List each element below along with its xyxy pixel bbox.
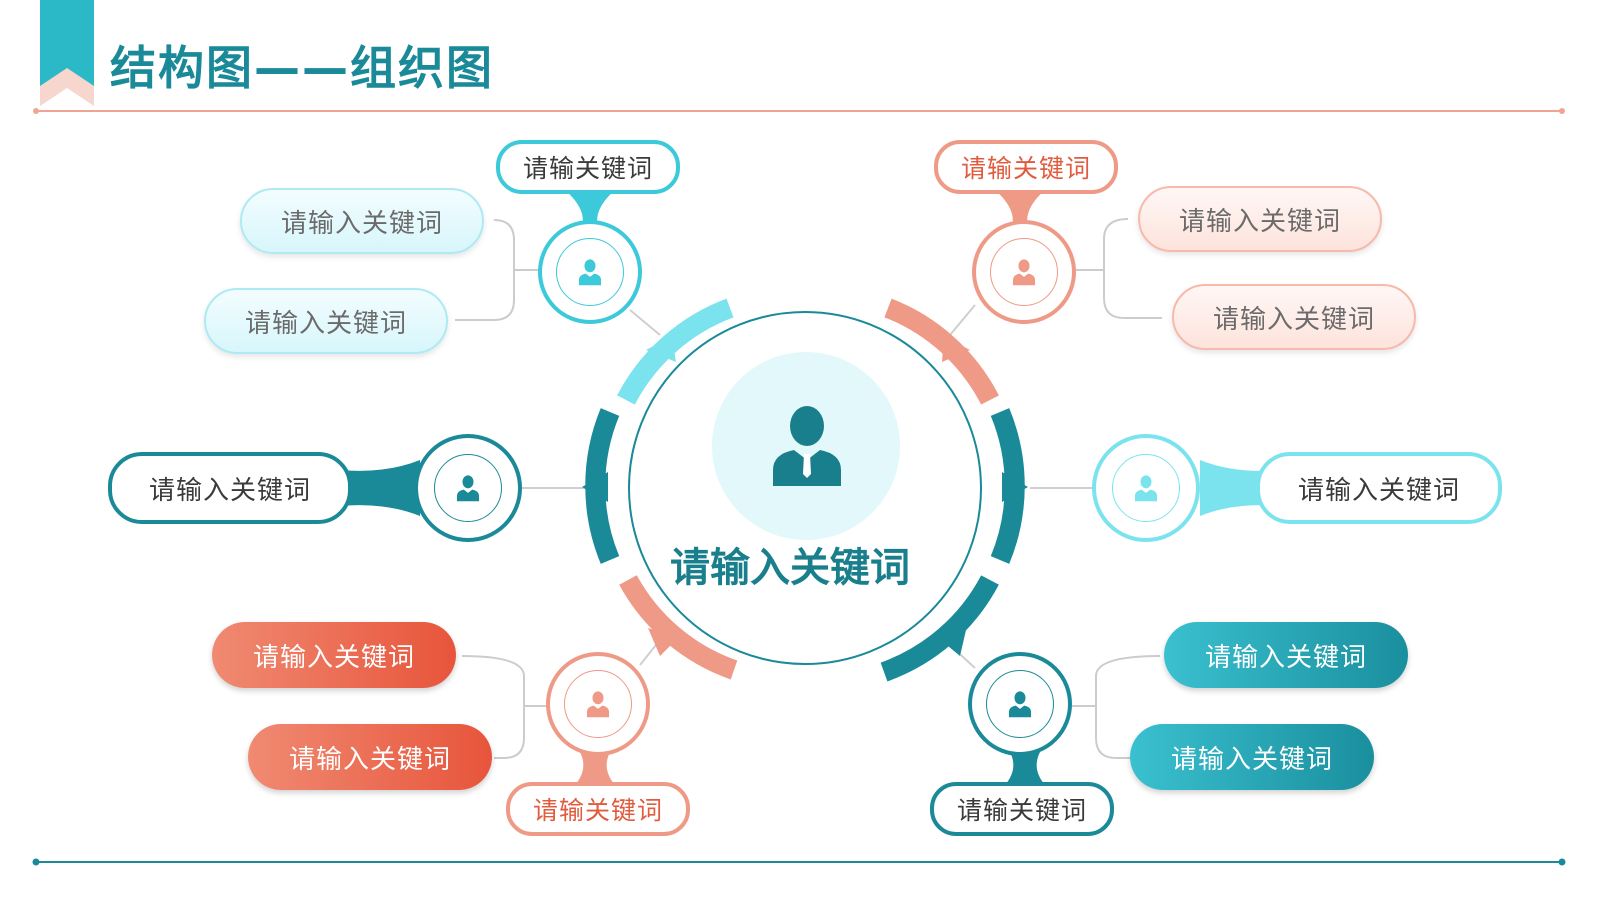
bottom-right-pill-2[interactable]: 请输入关键词 <box>1130 724 1374 790</box>
top-left-tag[interactable]: 请输关键词 <box>496 140 680 194</box>
bottom-right-pill-1[interactable]: 请输入关键词 <box>1164 622 1408 688</box>
middle-right-node[interactable] <box>1092 434 1200 542</box>
top-left-pill-2[interactable]: 请输入关键词 <box>204 288 448 354</box>
person-icon <box>456 475 480 502</box>
bottom-right-tag[interactable]: 请输关键词 <box>930 782 1114 836</box>
header-bookmark <box>40 0 94 106</box>
person-icon <box>578 259 602 286</box>
bottom-left-pill-1[interactable]: 请输入关键词 <box>212 622 456 688</box>
middle-left-pill[interactable]: 请输入关键词 <box>108 452 352 524</box>
person-icon <box>1008 691 1032 718</box>
bottom-left-node[interactable] <box>546 652 650 756</box>
top-left-node[interactable] <box>538 220 642 324</box>
person-icon <box>1012 259 1036 286</box>
bottom-left-pill-2[interactable]: 请输入关键词 <box>248 724 492 790</box>
page-title: 结构图——组织图 <box>110 41 494 95</box>
bottom-right-node[interactable] <box>968 652 1072 756</box>
top-left-pill-1[interactable]: 请输入关键词 <box>240 188 484 254</box>
top-right-node[interactable] <box>972 220 1076 324</box>
middle-right-pill[interactable]: 请输入关键词 <box>1256 452 1502 524</box>
middle-left-node[interactable] <box>414 434 522 542</box>
person-icon <box>586 691 610 718</box>
top-right-tag[interactable]: 请输关键词 <box>934 140 1118 194</box>
center-label: 请输入关键词 <box>670 545 910 591</box>
top-right-pill-2[interactable]: 请输入关键词 <box>1172 284 1416 350</box>
top-right-pill-1[interactable]: 请输入关键词 <box>1138 186 1382 252</box>
bottom-left-tag[interactable]: 请输关键词 <box>506 782 690 836</box>
person-icon <box>1134 475 1158 502</box>
center-person-icon <box>773 406 841 486</box>
